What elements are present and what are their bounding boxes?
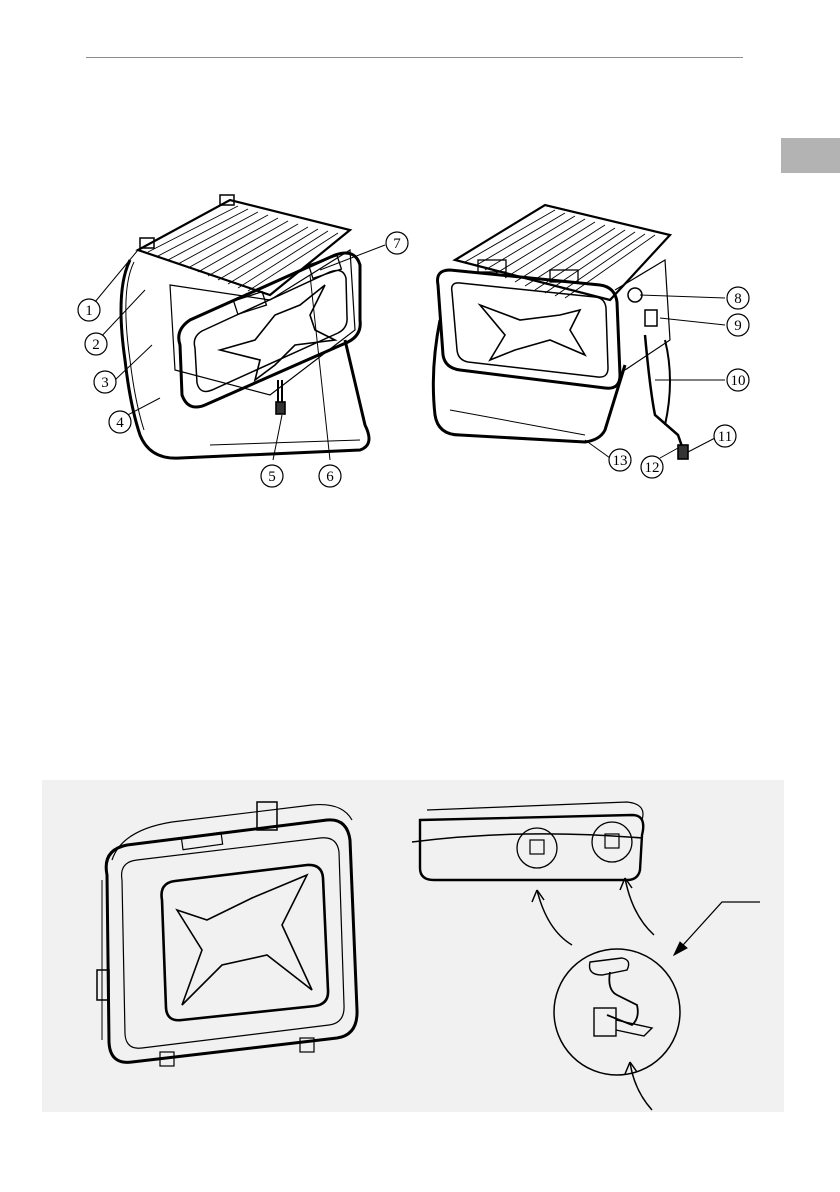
callout-5: 5	[268, 469, 276, 485]
case-top-view-illustration	[412, 802, 643, 880]
callout-4: 4	[116, 415, 124, 431]
callout-3: 3	[101, 375, 109, 391]
callout-11: 11	[718, 429, 732, 445]
header-rule	[86, 57, 743, 58]
callout-13: 13	[613, 453, 628, 469]
callout-7: 7	[393, 236, 401, 252]
grill-rear-illustration: 8 9 10 11 12 13	[420, 190, 790, 490]
callout-8: 8	[734, 291, 742, 307]
callout-12: 12	[645, 460, 660, 476]
callout-6: 6	[326, 469, 334, 485]
callout-2: 2	[92, 337, 100, 353]
folded-case-panel	[42, 780, 784, 1112]
callout-10: 10	[731, 373, 746, 389]
grill-front-illustration: 1 2 3 4 5 6 7	[60, 190, 430, 490]
folded-case-illustration	[97, 802, 357, 1066]
callout-9: 9	[734, 318, 742, 334]
callout-1: 1	[85, 303, 93, 319]
language-tab	[781, 138, 840, 173]
latch-detail-illustration	[554, 949, 680, 1075]
